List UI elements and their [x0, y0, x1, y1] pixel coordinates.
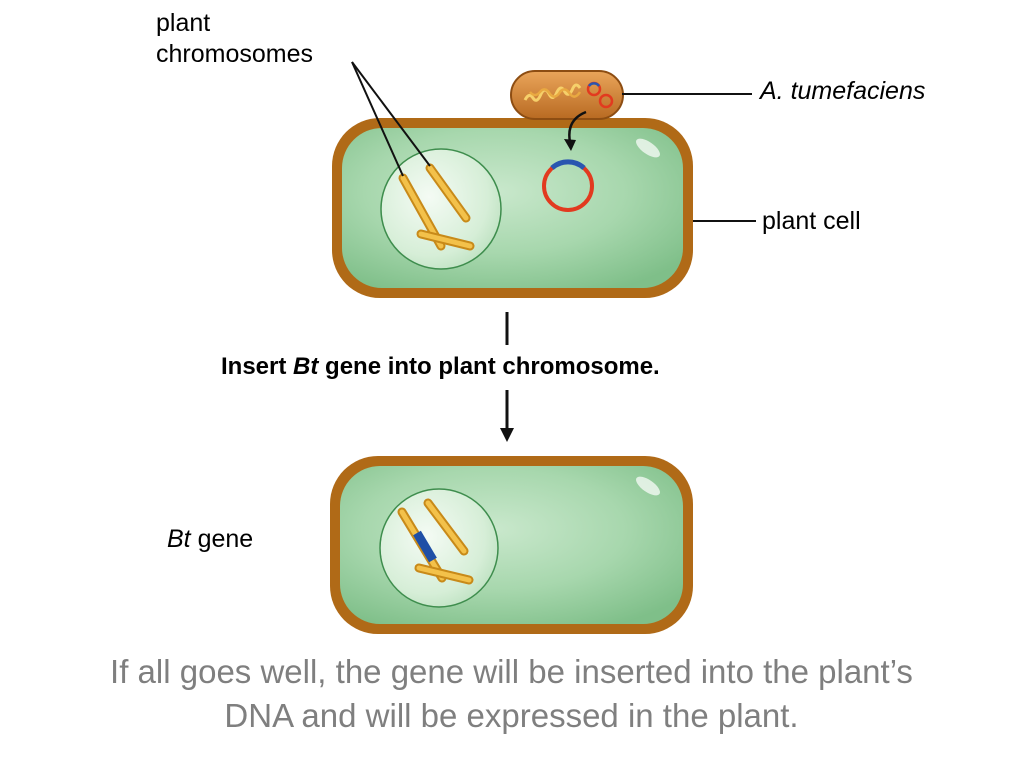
plasmid-insert	[550, 159, 586, 170]
label-plant-chromosomes-line2: chromosomes	[156, 40, 313, 68]
nucleus-top	[380, 148, 502, 270]
leader-line	[351, 61, 404, 177]
caption: If all goes well, the gene will be inser…	[10, 650, 1013, 738]
cell-highlight-bottom	[636, 476, 660, 496]
chromosome	[418, 231, 473, 249]
plasmid-small	[598, 93, 614, 109]
step-label-bt: Bt	[293, 353, 319, 380]
cell-highlight-top	[636, 138, 660, 158]
nucleus-bottom	[379, 488, 499, 608]
caption-line1: If all goes well, the gene will be inser…	[110, 653, 913, 690]
leader-line	[351, 61, 431, 167]
plant-cell-top	[332, 118, 693, 298]
agrobacterium	[510, 70, 624, 120]
caption-line2: DNA and will be expressed in the plant.	[224, 697, 799, 734]
transfer-arrow	[568, 110, 587, 143]
process-arrowhead	[500, 428, 514, 442]
step-label-prefix: Insert	[221, 353, 294, 380]
label-plant-cell: plant cell	[762, 207, 861, 235]
step-label-suffix: gene into plant chromosome.	[318, 353, 660, 380]
plasmid-small-insert	[587, 82, 601, 87]
bacterial-dna	[529, 88, 582, 98]
plant-cell-bottom	[330, 456, 693, 634]
label-bt-gene-suffix: gene	[190, 525, 254, 553]
step-label: Insert Bt gene into plant chromosome.	[221, 351, 660, 382]
label-bt-gene: Bt gene	[167, 524, 253, 555]
label-bt-gene-italic: Bt	[167, 525, 191, 553]
chromosome	[427, 165, 469, 221]
label-plant-chromosomes-line1: plant	[156, 9, 211, 37]
chromosome	[425, 500, 467, 554]
bt-gene-segment	[413, 530, 437, 563]
label-plant-chromosomes: plant chromosomes	[156, 8, 313, 70]
chromosome	[416, 565, 472, 583]
transfer-arrowhead	[564, 139, 576, 151]
label-agrobacterium: A. tumefaciens	[760, 77, 926, 105]
